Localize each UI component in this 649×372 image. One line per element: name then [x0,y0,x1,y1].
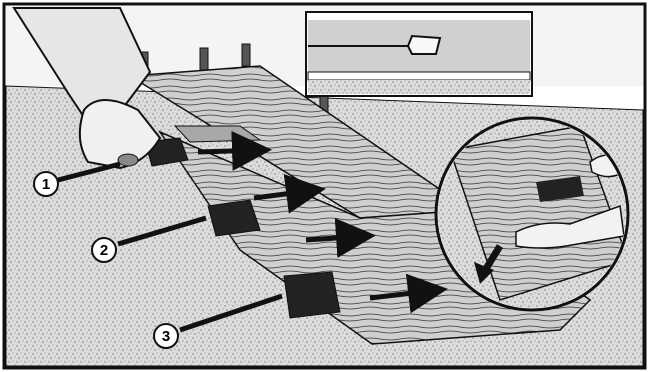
hammer-head-icon [118,154,138,166]
tapping-block-3 [284,272,340,318]
tapping-block-2 [208,200,260,236]
callout-label-1: 1 [42,176,50,193]
hand-detail-inset [436,118,628,310]
arrow-1 [198,150,262,152]
callout-label-3: 3 [162,328,170,345]
joint-detail-inset [306,12,532,96]
callout-label-2: 2 [100,242,108,259]
